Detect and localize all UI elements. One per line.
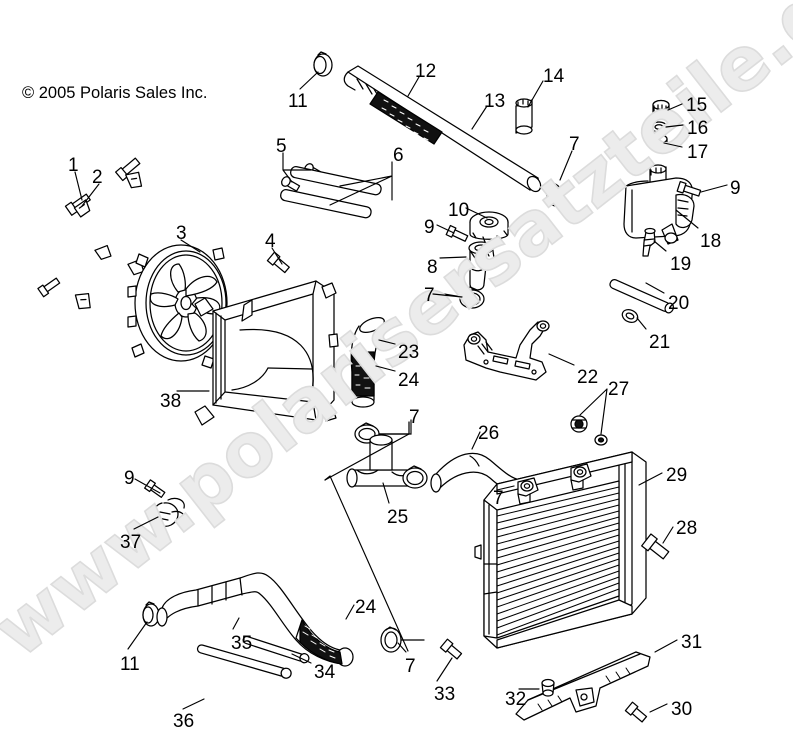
- callout-9: 9: [424, 217, 435, 238]
- callout-3: 3: [176, 223, 187, 244]
- callout-24: 24: [355, 597, 377, 618]
- callout-38: 38: [160, 391, 182, 412]
- part-hose-23-24: [350, 316, 387, 408]
- callout-7: 7: [409, 407, 420, 428]
- part-clamp-11-bottom: [142, 601, 160, 627]
- callout-4: 4: [265, 231, 276, 252]
- callout-23: 23: [398, 342, 420, 363]
- callout-17: 17: [687, 142, 709, 163]
- callout-5: 5: [276, 136, 287, 157]
- part-bracket-22: [463, 320, 550, 381]
- part-bolt-20: [609, 278, 675, 314]
- callout-9: 9: [730, 178, 741, 199]
- part-thermostat-10: [469, 211, 509, 243]
- part-spring-clamp-37: [152, 497, 186, 527]
- callout-10: 10: [448, 200, 470, 221]
- callout-28: 28: [676, 518, 698, 539]
- part-radiator-29: [474, 451, 647, 649]
- callout-21: 21: [649, 332, 671, 353]
- part-clamp-7-f: [380, 626, 425, 653]
- callout-14: 14: [543, 66, 565, 87]
- callout-19: 19: [670, 254, 692, 275]
- callout-37: 37: [120, 532, 142, 553]
- part-cap-15: [652, 99, 670, 120]
- radiator-mount-bracket-b: [570, 463, 592, 491]
- part-screw-30: [624, 701, 648, 723]
- callout-12: 12: [415, 61, 437, 82]
- part-bolt-9-b: [676, 180, 702, 197]
- part-rods-6: [280, 166, 382, 219]
- callout-18: 18: [700, 231, 722, 252]
- part-seat-17: [648, 133, 668, 151]
- copyright-notice: © 2005 Polaris Sales Inc.: [22, 84, 208, 102]
- part-grommet-27: [570, 415, 608, 446]
- radiator-mount-bracket-a: [517, 477, 539, 505]
- part-fitting-19: [642, 227, 656, 257]
- part-bolt-28: [641, 533, 670, 560]
- callout-26: 26: [478, 423, 500, 444]
- callout-6: 6: [393, 145, 404, 166]
- callout-30: 30: [671, 699, 693, 720]
- part-clamp-11-top: [313, 51, 333, 77]
- part-reservoir-18: [623, 164, 695, 245]
- callout-32: 32: [505, 689, 527, 710]
- callout-34: 34: [314, 662, 336, 683]
- callout-8: 8: [427, 257, 438, 278]
- part-clamp-7-thermostat: [545, 182, 564, 207]
- callout-35: 35: [231, 633, 253, 654]
- callout-25: 25: [387, 507, 409, 528]
- callout-1: 1: [68, 155, 79, 176]
- callout-20: 20: [668, 293, 690, 314]
- callout-27: 27: [608, 379, 630, 400]
- callout-11: 11: [288, 91, 308, 112]
- callout-36: 36: [173, 711, 195, 732]
- callout-7: 7: [405, 656, 416, 677]
- part-clamp-7-d: [402, 465, 428, 489]
- callout-7: 7: [424, 285, 435, 306]
- callout-2: 2: [92, 167, 103, 188]
- part-oring-16: [650, 121, 668, 133]
- callout-16: 16: [687, 118, 709, 139]
- callout-22: 22: [577, 367, 599, 388]
- part-bolt-36: [196, 644, 292, 679]
- part-rivet-32: [541, 678, 555, 697]
- part-clamp-7-b: [437, 286, 485, 309]
- callout-11: 11: [120, 654, 140, 675]
- part-fasteners-group: [37, 157, 145, 310]
- callout-33: 33: [434, 684, 456, 705]
- part-mount-bar-31: [515, 651, 651, 721]
- part-outlet-neck-8: [468, 241, 495, 291]
- callout-31: 31: [681, 632, 703, 653]
- callout-15: 15: [686, 95, 708, 116]
- callout-9: 9: [124, 468, 135, 489]
- part-screw-33: [439, 638, 463, 660]
- part-bolt-9-c: [144, 479, 166, 498]
- callout-13: 13: [484, 91, 506, 112]
- part-fan-shroud-frame: [194, 280, 339, 426]
- callout-7: 7: [493, 488, 504, 509]
- callout-24: 24: [398, 370, 420, 391]
- callout-29: 29: [666, 465, 688, 486]
- callout-7: 7: [569, 134, 580, 155]
- part-sleeve-14: [515, 98, 533, 135]
